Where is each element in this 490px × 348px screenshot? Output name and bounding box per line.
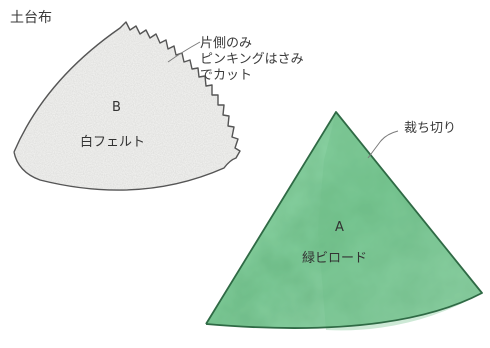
pinking-note-line-1: 片側のみ: [200, 36, 253, 51]
cut-note: 裁ち切り: [404, 121, 457, 136]
leader-line-cut: [367, 130, 399, 159]
piece-b: [13, 21, 241, 191]
piece-b-material: 白フェルト: [80, 135, 146, 150]
piece-a: [205, 111, 483, 331]
piece-a-inner-shade: [318, 112, 482, 331]
diagram-title: 土台布: [10, 10, 52, 26]
piece-b-edge: [13, 21, 241, 191]
piece-a-material: 緑ビロード: [302, 251, 368, 266]
pinking-note-line-3: でカット: [200, 68, 253, 83]
pinking-note-line-2: ピンキングはさみ: [200, 52, 304, 67]
leader-line-pinking: [167, 41, 201, 63]
piece-a-shape: [206, 112, 482, 329]
piece-b-shape: [14, 22, 240, 191]
piece-a-edge: [205, 111, 483, 329]
piece-a-letter: A: [335, 220, 344, 235]
piece-b-letter: B: [112, 100, 121, 115]
